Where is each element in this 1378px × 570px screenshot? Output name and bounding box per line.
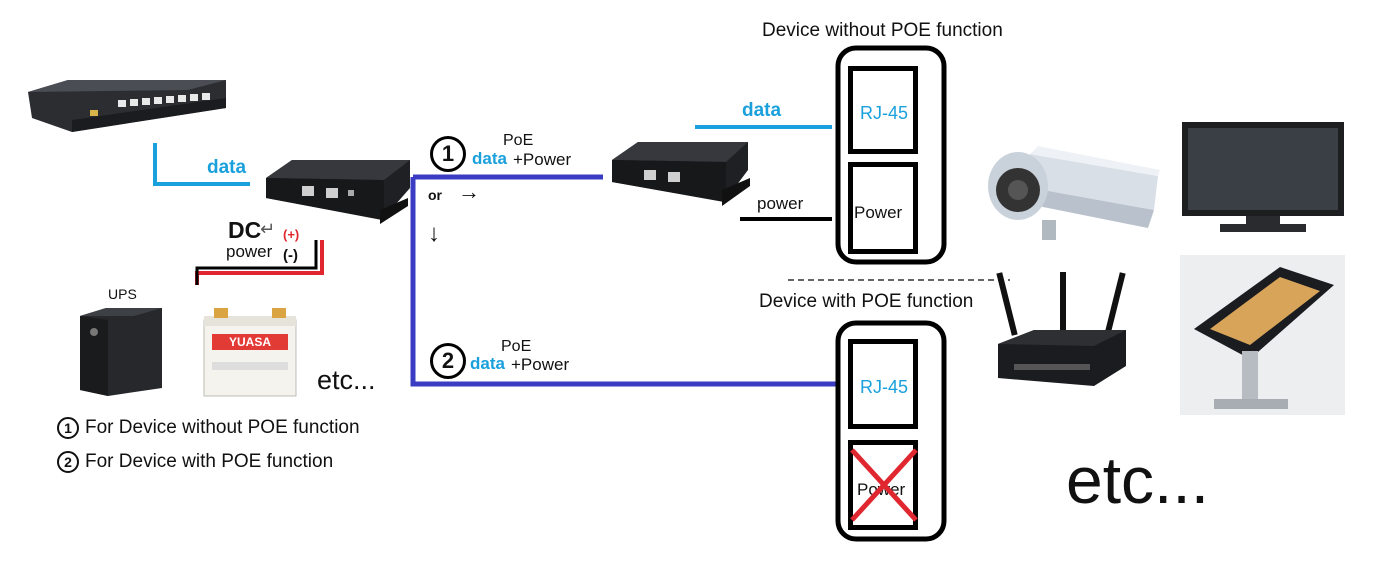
device-without-poe-title: Device without POE function	[762, 20, 1003, 41]
device-with-poe-outline	[835, 320, 947, 542]
arrow-right-icon: →	[458, 179, 480, 204]
legend-text-2: For Device with POE function	[85, 451, 334, 472]
cross-icon	[850, 448, 918, 522]
power-port-without-poe: Power	[848, 162, 918, 254]
security-camera-icon	[988, 146, 1160, 240]
legend-text-1: For Device without POE function	[85, 417, 360, 438]
power-label-splitter: power	[757, 194, 804, 213]
wireless-router-icon	[996, 272, 1126, 386]
data-line-switch	[153, 143, 250, 186]
tv-monitor-icon	[1182, 122, 1344, 232]
poe-option-2-data: data	[470, 354, 505, 373]
ups-icon	[80, 308, 162, 396]
poe-option-1-label: 1	[430, 136, 466, 172]
poe-line-2	[410, 177, 838, 387]
legend-badge-2: 2	[57, 451, 79, 473]
ups-label: UPS	[108, 286, 137, 302]
network-switch-icon	[28, 80, 226, 132]
kiosk-terminal-icon	[1180, 255, 1345, 415]
car-battery-icon: YUASA	[203, 308, 297, 397]
legend-item-2: 2 For Device with POE function	[57, 451, 333, 473]
device-without-poe-outline	[835, 45, 947, 265]
device-with-poe-title: Device with POE function	[759, 291, 974, 312]
battery-brand-label: YUASA	[229, 335, 271, 349]
poe-option-1-poe: PoE	[503, 132, 534, 149]
poe-option-2-power: +Power	[511, 355, 570, 374]
poe-injector-icon	[266, 160, 410, 224]
etc-big-label: etc...	[1066, 443, 1210, 517]
rj45-port-with-poe: RJ-45	[848, 339, 918, 429]
rj45-label: RJ-45	[860, 377, 909, 397]
poe-option-2-poe: PoE	[501, 338, 532, 355]
dc-return-glyph: ↵	[260, 219, 276, 239]
poe-option-1-data: data	[472, 149, 507, 168]
dc-power-negative-line	[195, 240, 318, 285]
legend-item-1: 1 For Device without POE function	[57, 417, 360, 439]
data-label-switch: data	[207, 157, 247, 178]
dc-minus-label: (-)	[283, 247, 298, 264]
poe-splitter-icon	[612, 142, 750, 206]
legend-badge-1: 1	[57, 417, 79, 439]
rj45-label: RJ-45	[860, 103, 909, 123]
or-label: or	[428, 187, 442, 203]
poe-option-1-power: +Power	[513, 150, 572, 169]
etc-small-label: etc...	[317, 365, 376, 395]
arrow-down-icon: ↓	[428, 220, 440, 247]
dc-label: DC	[228, 217, 262, 243]
data-label-splitter: data	[742, 100, 782, 121]
dc-power-label: power	[226, 242, 273, 261]
option-1-badge: 1	[430, 136, 466, 172]
rj45-port-without-poe: RJ-45	[848, 66, 918, 154]
dc-plus-label: (+)	[283, 227, 300, 242]
poe-option-2-label: 2	[430, 343, 466, 379]
option-2-badge: 2	[430, 343, 466, 379]
power-label: Power	[854, 203, 903, 222]
